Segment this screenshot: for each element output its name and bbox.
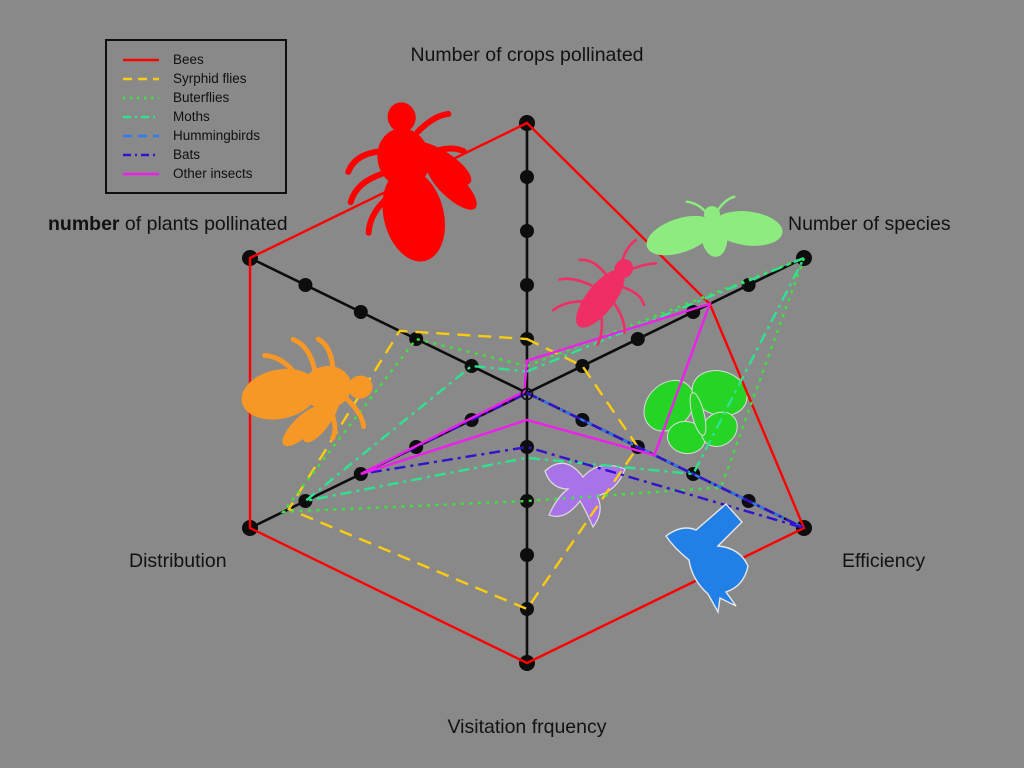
legend-item-hummingbirds: Hummingbirds xyxy=(121,126,281,145)
legend-item-moths: Moths xyxy=(121,107,281,126)
axis-line-species xyxy=(526,256,805,395)
red-fly-illustration xyxy=(345,102,477,262)
axis-label-efficiency: Efficiency xyxy=(842,550,926,572)
axis-label-plants-rest: of plants pollinated xyxy=(119,213,288,235)
axis-dot xyxy=(520,602,534,616)
axis-dot xyxy=(353,305,368,319)
radar-series xyxy=(248,121,807,665)
axis-dot xyxy=(520,494,534,508)
legend-line-sample xyxy=(123,153,159,156)
axis-label-species: Number of species xyxy=(788,213,951,235)
axis-dot xyxy=(520,224,534,238)
axis-dot xyxy=(575,359,590,373)
axis-dot xyxy=(796,250,812,266)
axis-dot xyxy=(298,278,313,292)
axis-label-distribution: Distribution xyxy=(129,550,227,572)
legend-label: Other insects xyxy=(173,166,253,181)
green-moth-illustration xyxy=(646,195,783,257)
pink-insect-illustration xyxy=(551,238,658,346)
orange-fly-illustration xyxy=(241,336,373,447)
legend-label: Syrphid flies xyxy=(173,71,247,86)
legend-line-sample xyxy=(123,96,159,99)
axis-line-plants xyxy=(249,256,528,395)
legend-item-syrphid-flies: Syrphid flies xyxy=(121,69,281,88)
legend-item-buterflies: Buterflies xyxy=(121,88,281,107)
legend-label: Hummingbirds xyxy=(173,128,261,143)
axis-dot xyxy=(520,548,534,562)
radar-center-marker xyxy=(520,387,534,401)
legend-label: Moths xyxy=(173,109,210,124)
series-line-syrphid-flies xyxy=(287,329,640,611)
axis-label-plants: number of plants pollinated xyxy=(48,213,288,236)
blue-hummingbird-illustration xyxy=(665,503,749,615)
legend-line-sample xyxy=(123,58,159,61)
legend-line-sample xyxy=(123,115,159,118)
axis-label-plants-bold: number xyxy=(48,213,120,235)
series-line-other-insects xyxy=(360,302,712,476)
legend-label: Bats xyxy=(173,147,201,162)
green-butterfly-illustration xyxy=(643,370,748,455)
axis-label-crops: Number of crops pollinated xyxy=(410,44,644,66)
legend-label: Bees xyxy=(173,52,204,67)
axis-dot xyxy=(520,440,534,454)
legend-item-other-insects: Other insects xyxy=(121,164,281,183)
legend-line-sample xyxy=(123,172,159,175)
legend-line-sample xyxy=(123,77,159,80)
axis-label-visitation: Visitation frquency xyxy=(447,716,607,738)
purple-moth-illustration xyxy=(544,462,626,529)
legend-line-sample xyxy=(123,134,159,137)
axis-dot xyxy=(630,332,645,346)
axis-dot xyxy=(520,170,534,184)
axis-dot xyxy=(741,278,756,292)
axis-dot xyxy=(520,278,534,292)
legend-item-bats: Bats xyxy=(121,145,281,164)
legend-item-bees: Bees xyxy=(121,50,281,69)
legend-label: Buterflies xyxy=(173,90,230,105)
